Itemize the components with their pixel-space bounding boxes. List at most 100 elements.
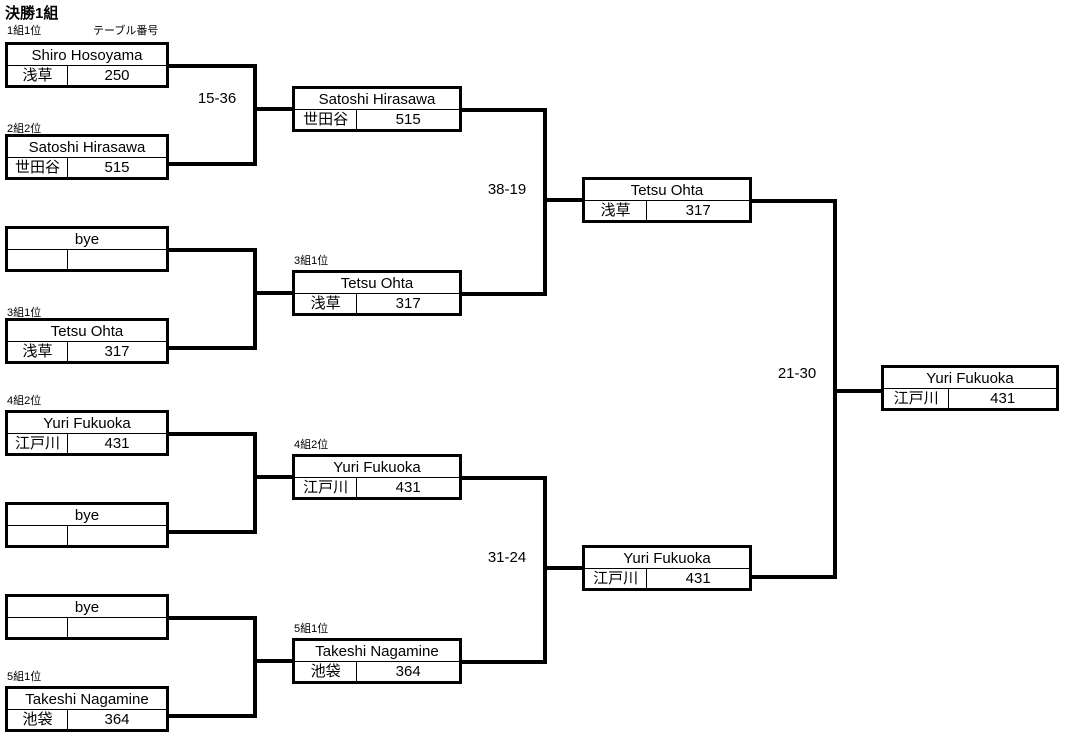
player-detail: 浅草 317 xyxy=(8,342,166,361)
connector-r1-p2-out xyxy=(253,291,293,295)
connector-r2-p1-bottom xyxy=(459,292,547,296)
player-table: 515 xyxy=(104,159,130,176)
player-box-r1-3[interactable]: Tetsu Ohta 浅草 317 xyxy=(5,318,169,364)
player-detail: 世田谷 515 xyxy=(8,158,166,177)
connector-r1-p3-out xyxy=(253,475,293,479)
connector-r1-p4-vert xyxy=(253,616,257,718)
player-table: 431 xyxy=(395,479,421,496)
player-club xyxy=(8,526,69,545)
player-table xyxy=(68,526,166,545)
seed-label-r2-3: 5組1位 xyxy=(294,623,329,635)
player-name: bye xyxy=(8,229,166,250)
player-detail: 浅草 250 xyxy=(8,66,166,85)
player-box-final-winner[interactable]: Yuri Fukuoka 江戸川 431 xyxy=(881,365,1059,411)
score-r1-top: 15-36 xyxy=(197,90,237,107)
player-table: 431 xyxy=(685,570,711,587)
player-club: 浅草 xyxy=(8,342,69,361)
connector-final-bottom xyxy=(749,575,837,579)
player-box-r3-0[interactable]: Tetsu Ohta 浅草 317 xyxy=(582,177,752,223)
seed-label-r1-7: 5組1位 xyxy=(7,671,42,683)
player-box-r2-3[interactable]: Takeshi Nagamine 池袋 364 xyxy=(292,638,462,684)
player-table: 431 xyxy=(990,390,1016,407)
score-final: 21-30 xyxy=(777,365,817,382)
player-name: Takeshi Nagamine xyxy=(8,689,166,710)
player-table: 250 xyxy=(104,67,130,84)
player-box-r1-6[interactable]: bye xyxy=(5,594,169,640)
player-name: Yuri Fukuoka xyxy=(8,413,166,434)
player-detail xyxy=(8,526,166,545)
player-name: Satoshi Hirasawa xyxy=(8,137,166,158)
connector-r1-p3-vert xyxy=(253,432,257,534)
player-table xyxy=(68,250,166,269)
player-box-r1-5[interactable]: bye xyxy=(5,502,169,548)
player-box-r1-7[interactable]: Takeshi Nagamine 池袋 364 xyxy=(5,686,169,732)
connector-r2-p2-top xyxy=(459,476,547,480)
player-box-r1-1[interactable]: Satoshi Hirasawa 世田谷 515 xyxy=(5,134,169,180)
player-box-r3-1[interactable]: Yuri Fukuoka 江戸川 431 xyxy=(582,545,752,591)
seed-label-r1-3: 3組1位 xyxy=(7,307,42,319)
player-name: bye xyxy=(8,505,166,526)
connector-r2-p1-out xyxy=(543,198,583,202)
player-detail: 江戸川 431 xyxy=(884,389,1056,408)
connector-r2-p2-bottom xyxy=(459,660,547,664)
player-club: 江戸川 xyxy=(295,478,358,497)
connector-r1-p2-top xyxy=(166,248,257,252)
player-detail: 浅草 317 xyxy=(295,294,459,313)
player-name: Yuri Fukuoka xyxy=(585,548,749,569)
connector-r2-p1-vert xyxy=(543,108,547,296)
seed-label-r1-4: 4組2位 xyxy=(7,395,42,407)
player-club: 浅草 xyxy=(585,201,648,220)
connector-r2-p2-vert xyxy=(543,476,547,664)
player-detail xyxy=(8,250,166,269)
player-name: Tetsu Ohta xyxy=(8,321,166,342)
player-box-r2-1[interactable]: Tetsu Ohta 浅草 317 xyxy=(292,270,462,316)
player-name: Tetsu Ohta xyxy=(295,273,459,294)
connector-r1-p3-top xyxy=(166,432,257,436)
player-table: 431 xyxy=(104,435,130,452)
score-r2-top: 38-19 xyxy=(487,181,527,198)
player-name: bye xyxy=(8,597,166,618)
player-detail: 江戸川 431 xyxy=(295,478,459,497)
player-club: 江戸川 xyxy=(884,389,950,408)
player-club: 江戸川 xyxy=(585,569,648,588)
player-club xyxy=(8,250,69,269)
player-box-r1-4[interactable]: Yuri Fukuoka 江戸川 431 xyxy=(5,410,169,456)
connector-r1-p3-bottom xyxy=(166,530,257,534)
player-name: Yuri Fukuoka xyxy=(884,368,1056,389)
page-title: 決勝1組 xyxy=(5,5,59,22)
connector-r1-p4-out xyxy=(253,659,293,663)
player-detail: 浅草 317 xyxy=(585,201,749,220)
player-detail: 池袋 364 xyxy=(8,710,166,729)
connector-final-top xyxy=(749,199,837,203)
connector-r1-p1-bottom xyxy=(166,162,257,166)
player-box-r2-2[interactable]: Yuri Fukuoka 江戸川 431 xyxy=(292,454,462,500)
player-table: 364 xyxy=(104,711,130,728)
player-name: Shiro Hosoyama xyxy=(8,45,166,66)
player-name: Takeshi Nagamine xyxy=(295,641,459,662)
connector-r1-p4-bottom xyxy=(166,714,257,718)
player-box-r1-2[interactable]: bye xyxy=(5,226,169,272)
player-club: 世田谷 xyxy=(295,110,358,129)
seed-label-r1-1: 2組2位 xyxy=(7,123,42,135)
connector-r1-p1-top xyxy=(166,64,257,68)
connector-r1-p2-bottom xyxy=(166,346,257,350)
player-table: 317 xyxy=(104,343,130,360)
connector-r2-p2-out xyxy=(543,566,583,570)
player-table: 364 xyxy=(395,663,421,680)
player-name: Yuri Fukuoka xyxy=(295,457,459,478)
player-box-r1-0[interactable]: Shiro Hosoyama 浅草 250 xyxy=(5,42,169,88)
player-club: 江戸川 xyxy=(8,434,69,453)
player-table: 317 xyxy=(395,295,421,312)
player-detail: 池袋 364 xyxy=(295,662,459,681)
score-r2-bottom: 31-24 xyxy=(487,549,527,566)
connector-r1-p4-top xyxy=(166,616,257,620)
player-club: 池袋 xyxy=(295,662,358,681)
connector-r1-p2-vert xyxy=(253,248,257,350)
player-box-r2-0[interactable]: Satoshi Hirasawa 世田谷 515 xyxy=(292,86,462,132)
player-club xyxy=(8,618,69,637)
player-table: 317 xyxy=(685,202,711,219)
player-table: 515 xyxy=(395,111,421,128)
player-detail: 江戸川 431 xyxy=(8,434,166,453)
player-detail: 世田谷 515 xyxy=(295,110,459,129)
